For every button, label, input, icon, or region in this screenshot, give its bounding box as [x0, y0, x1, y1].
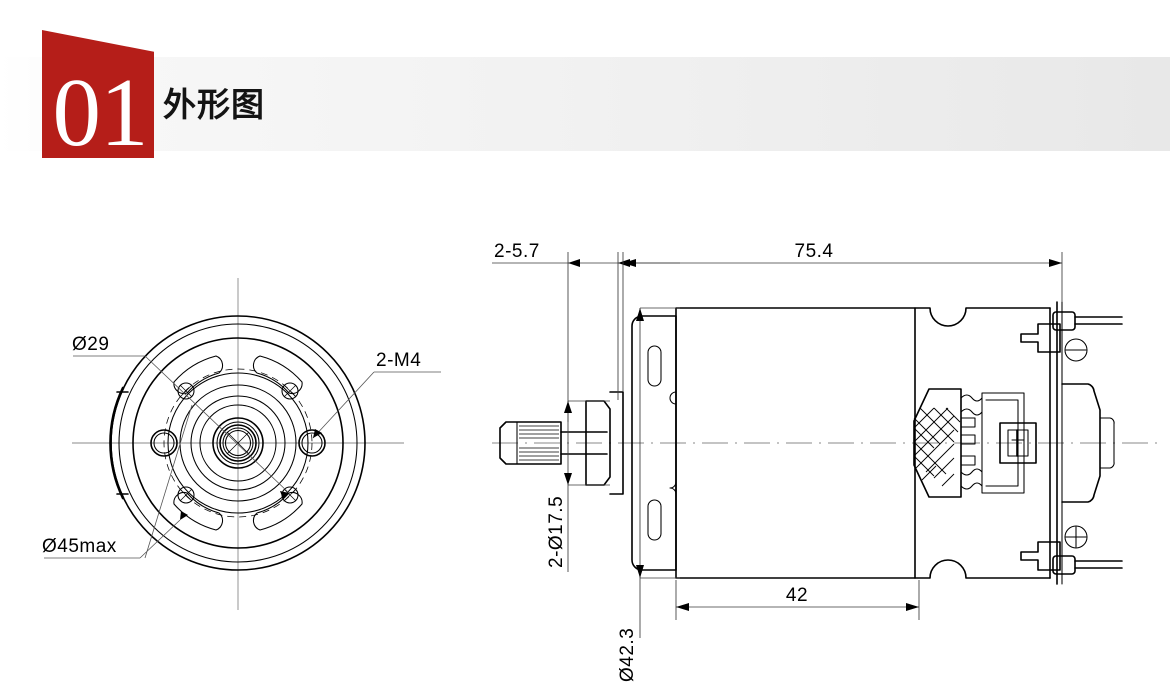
dim-2-5-7: 2-5.7 [492, 241, 680, 422]
two-m4-leader [312, 371, 441, 439]
motor-shaft [499, 421, 608, 465]
brush-springs [960, 394, 983, 490]
bump-bottom [669, 481, 677, 495]
shaft-bore [224, 429, 252, 457]
vent-slot-bottom [647, 499, 662, 541]
bearing-ring-outer [219, 424, 257, 462]
dia-45-max-label: Ø45max [42, 536, 117, 557]
terminal-positive [1064, 525, 1088, 549]
small-hole-bottom-left [177, 486, 195, 504]
connector-window-inner [1007, 429, 1029, 457]
arc-slot-top-right [252, 355, 303, 395]
outer-flange-inner-circle [118, 323, 358, 563]
rear-can-section [914, 307, 1051, 579]
dim-dia-42-3: Ø42.3 [617, 307, 680, 682]
dim-42-label: 42 [786, 585, 808, 606]
dim-75-4: 75.4 [622, 241, 1063, 392]
terminal-tab-bottom [1052, 555, 1076, 575]
body-circle [132, 337, 344, 549]
hub-ring-5 [212, 417, 264, 469]
side-section-view: 2-5.7 75.4 42 2-Ø17.5 [492, 241, 1160, 682]
m4-hole-right [298, 429, 326, 457]
m4-hole-left-thread [153, 432, 175, 454]
m4-hole-right-thread [301, 432, 323, 454]
arc-slot-bottom-right [252, 491, 303, 531]
brush-hatch [913, 407, 961, 487]
m4-hole-group [150, 429, 326, 457]
hub-cross-2 [226, 431, 250, 455]
m4-hole-left [150, 429, 178, 457]
header-band [0, 57, 1170, 151]
dia-45-max-leader [44, 404, 193, 559]
arc-slot-group [173, 355, 303, 531]
small-hole-top-right [281, 382, 299, 400]
dia-29-label: Ø29 [72, 334, 109, 355]
small-hole-group [177, 382, 299, 504]
terminal-tab-top [1052, 311, 1076, 331]
shaft-knurl-zone [516, 421, 562, 465]
vent-slot-top [647, 345, 662, 387]
dia-29-leader [73, 355, 290, 499]
rear-bottom-edge-scallop [914, 559, 1051, 579]
technical-drawing-area: Ø29 2-M4 Ø45max [0, 160, 1170, 693]
rear-bearing-cap [1099, 417, 1115, 469]
drawing-svg: Ø29 2-M4 Ø45max [42, 241, 1160, 682]
hub-ring-1 [167, 372, 309, 514]
flange-left-thick-arc [109, 386, 125, 500]
rear-end-plate [1020, 301, 1123, 585]
arc-slot-bottom-left [173, 491, 224, 531]
dim-dia-42-3-label: Ø42.3 [617, 628, 638, 682]
dim-2-5-7-label: 2-5.7 [494, 241, 540, 262]
rear-top-edge-scallop [914, 307, 1051, 327]
shaft-knurl-lines [519, 425, 559, 461]
connector-window [999, 422, 1037, 464]
rear-bearing-boss [1061, 383, 1101, 503]
section-number-badge [42, 30, 154, 158]
end-face-view: Ø29 2-M4 Ø45max [42, 278, 441, 610]
brush-block [913, 388, 962, 498]
hub-ring-6 [216, 421, 260, 465]
brush-holder-inner [985, 399, 1019, 487]
bump-top [669, 391, 677, 405]
two-m4-label: 2-M4 [376, 350, 421, 371]
bearing-ring-inner [222, 427, 254, 459]
hole-pitch-circle [163, 368, 313, 518]
boss-flange-step [609, 391, 624, 495]
dim-42: 42 [675, 580, 920, 620]
dim-75-4-label: 75.4 [795, 241, 834, 262]
bracket-top [1020, 323, 1061, 353]
brush-holder-frame [981, 392, 1025, 494]
dim-2-dia-17-5: 2-Ø17.5 [546, 400, 610, 572]
page-title: 外形图 [163, 85, 265, 124]
terminal-negative [1064, 338, 1088, 362]
hub-ring-3 [190, 395, 286, 491]
hub-ring-4 [199, 404, 277, 482]
dim-2-dia-17-5-label: 2-Ø17.5 [546, 496, 567, 568]
brush-commutator-assembly [913, 388, 1037, 498]
flange-notch-marks [116, 391, 129, 495]
arc-slot-top-left [173, 355, 224, 395]
bracket-bottom [1020, 541, 1061, 571]
small-hole-top-left [177, 382, 195, 400]
